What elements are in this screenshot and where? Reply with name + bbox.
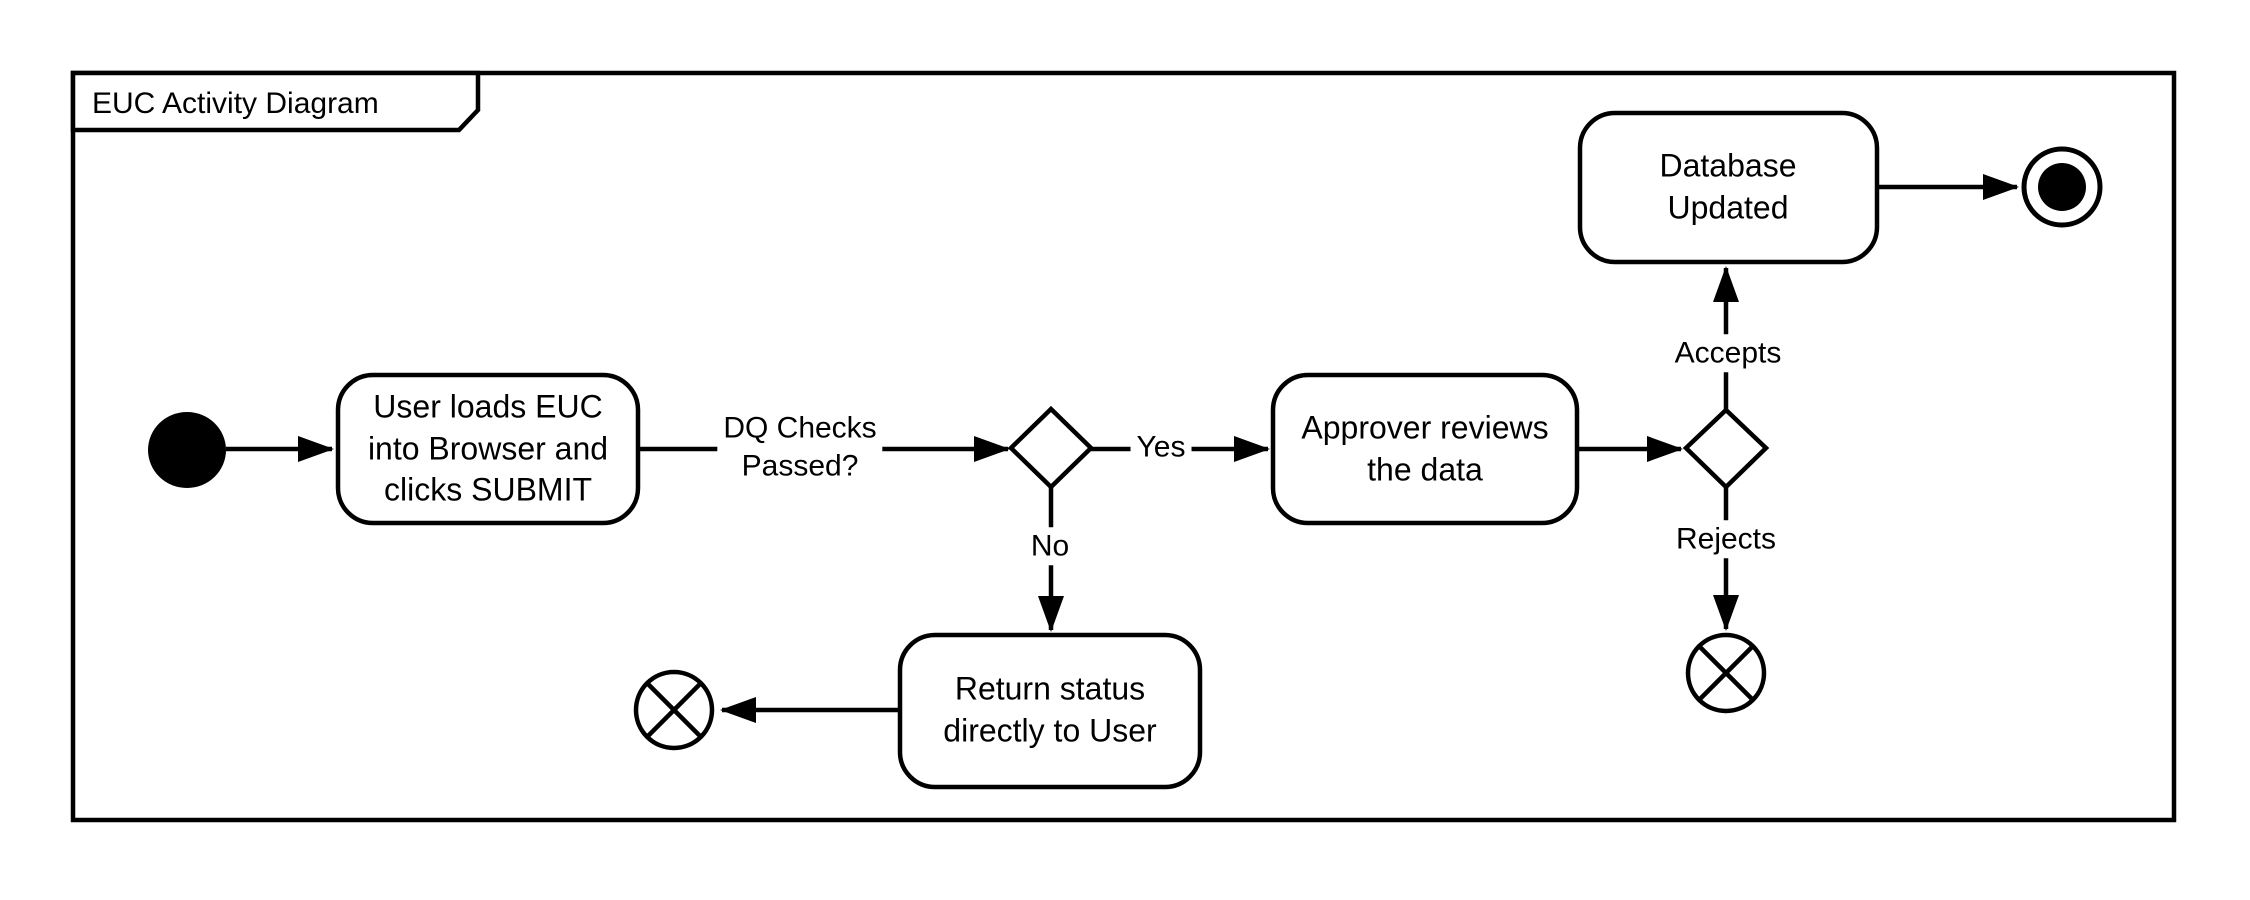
diagram-title-tab (70, 70, 481, 133)
activity-final-node-inner (2038, 163, 2086, 211)
edge-label-yes: Yes (1130, 428, 1192, 466)
activity-return-status-box (897, 632, 1203, 790)
edge-label-accepts: Accepts (1668, 334, 1788, 372)
diagram-title: EUC Activity Diagram (92, 87, 379, 120)
flow-final-node-left (633, 669, 715, 751)
edge-label-no: No (1024, 527, 1076, 565)
flow-final-node-right (1685, 632, 1767, 714)
activity-return-status-label: Return status directly to User (943, 670, 1157, 748)
initial-node (148, 412, 226, 488)
decision-dq-checks (1007, 405, 1095, 491)
edge-label-dq-checks: DQ Checks Passed? (717, 409, 883, 485)
activity-approver-reviews-label: Approver reviews the data (1301, 409, 1549, 487)
activity-database-updated-box (1577, 110, 1880, 265)
edge-label-rejects: Rejects (1669, 520, 1783, 558)
activity-approver-reviews-box (1270, 372, 1580, 526)
decision-approver (1682, 406, 1770, 491)
activity-database-updated-label: Database Updated (1659, 147, 1797, 225)
diagram-frame (70, 70, 2177, 823)
activity-user-loads-box (335, 372, 641, 526)
activity-user-loads-label: User loads EUC into Browser and clicks S… (367, 388, 609, 508)
